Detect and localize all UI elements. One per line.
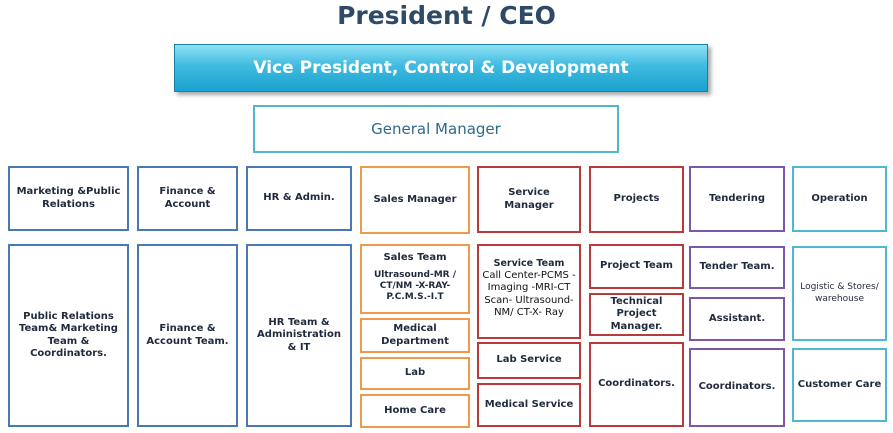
projects-header-label: Projects bbox=[613, 193, 660, 205]
tender-team-label: Tender Team. bbox=[699, 261, 775, 273]
project-team-box: Project Team bbox=[589, 244, 684, 289]
marketing-team-label: Public Relations Team& Marketing Team & … bbox=[19, 310, 118, 360]
tender-coordinators-box: Coordinators. bbox=[689, 348, 785, 427]
finance-team-label: Finance & Account Team. bbox=[146, 323, 229, 347]
hr-team-label: HR Team & Administration & IT bbox=[257, 316, 341, 353]
tender-coordinators-label: Coordinators. bbox=[698, 381, 776, 393]
lab-label: Lab bbox=[404, 367, 426, 379]
medical-department-label: Medical Department bbox=[381, 323, 449, 347]
sales-team-title: Sales Team bbox=[383, 252, 447, 263]
logistic-box: Logistic & Stores/ warehouse bbox=[792, 246, 887, 341]
vice-president-box: Vice President, Control & Development bbox=[174, 44, 708, 92]
lab-box: Lab bbox=[360, 357, 470, 390]
finance-header-box: Finance & Account bbox=[137, 166, 238, 231]
home-care-label: Home Care bbox=[384, 404, 446, 416]
operation-header-box: Operation bbox=[792, 166, 887, 232]
sales-header-box: Sales Manager bbox=[360, 166, 470, 234]
sales-team-box: Sales Team Ultrasound-MR / CT/NM -X-RAY-… bbox=[360, 244, 470, 314]
general-manager-box: General Manager bbox=[253, 105, 619, 153]
marketing-header-box: Marketing &Public Relations bbox=[8, 166, 129, 231]
technical-pm-box: Technical Project Manager. bbox=[589, 293, 684, 336]
service-team-box: Service Team Call Center-PCMS - Imaging … bbox=[477, 244, 581, 339]
medical-service-label: Medical Service bbox=[484, 398, 574, 410]
sales-team-body: Ultrasound-MR / CT/NM -X-RAY- P.C.M.S.-I… bbox=[373, 269, 457, 303]
tender-team-box: Tender Team. bbox=[689, 246, 785, 289]
project-coordinators-label: Coordinators. bbox=[598, 378, 675, 390]
vice-president-label: Vice President, Control & Development bbox=[253, 58, 629, 78]
project-coordinators-box: Coordinators. bbox=[589, 342, 684, 427]
tendering-header-label: Tendering bbox=[709, 192, 765, 204]
customer-care-box: Customer Care bbox=[792, 348, 887, 422]
lab-service-label: Lab Service bbox=[496, 354, 562, 366]
home-care-box: Home Care bbox=[360, 394, 470, 428]
assistant-label: Assistant. bbox=[708, 312, 766, 324]
service-header-label: Service Manager bbox=[504, 187, 554, 211]
service-team-body: Call Center-PCMS - Imaging -MRI-CT Scan-… bbox=[482, 269, 576, 319]
tendering-header-box: Tendering bbox=[689, 166, 785, 232]
marketing-team-box: Public Relations Team& Marketing Team & … bbox=[8, 244, 129, 427]
technical-pm-label: Technical Project Manager. bbox=[610, 295, 663, 332]
medical-department-box: Medical Department bbox=[360, 318, 470, 353]
logistic-label: Logistic & Stores/ warehouse bbox=[800, 282, 879, 304]
finance-team-box: Finance & Account Team. bbox=[137, 244, 238, 427]
hr-header-box: HR & Admin. bbox=[246, 166, 352, 231]
lab-service-box: Lab Service bbox=[477, 342, 581, 379]
page-title: President / CEO bbox=[337, 1, 556, 30]
project-team-label: Project Team bbox=[600, 260, 673, 272]
service-header-box: Service Manager bbox=[477, 166, 581, 233]
assistant-box: Assistant. bbox=[689, 297, 785, 341]
projects-header-box: Projects bbox=[589, 166, 684, 233]
general-manager-label: General Manager bbox=[371, 120, 501, 138]
operation-header-label: Operation bbox=[811, 192, 868, 204]
hr-header-label: HR & Admin. bbox=[263, 192, 335, 204]
sales-header-label: Sales Manager bbox=[373, 193, 457, 205]
finance-header-label: Finance & Account bbox=[159, 186, 216, 210]
hr-team-box: HR Team & Administration & IT bbox=[246, 244, 352, 427]
medical-service-box: Medical Service bbox=[477, 383, 581, 427]
customer-care-label: Customer Care bbox=[797, 378, 882, 390]
service-team-title: Service Team bbox=[493, 258, 565, 269]
marketing-header-label: Marketing &Public Relations bbox=[16, 186, 121, 210]
